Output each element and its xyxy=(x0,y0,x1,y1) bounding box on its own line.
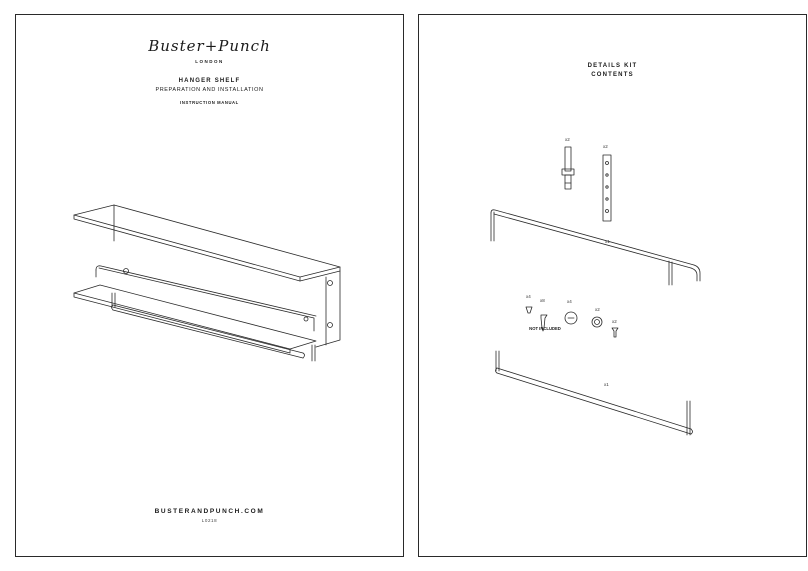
manual-label: INSTRUCTION MANUAL xyxy=(180,100,239,105)
kit-heading-line2: CONTENTS xyxy=(591,72,634,78)
qty-washer: x2 xyxy=(595,307,600,312)
not-included-note: NOT INCLUDED xyxy=(529,326,561,331)
bottom-rail-part xyxy=(495,350,693,436)
qty-bottom-rail: x1 xyxy=(604,382,609,387)
kit-parts-illustration xyxy=(490,146,701,436)
qty-wall-plug: x4 xyxy=(526,294,531,299)
stud-part xyxy=(561,146,575,190)
qty-top-rail: x1 xyxy=(605,239,610,244)
qty-screw: x8 xyxy=(540,298,545,303)
cover-page: Buster+Punch LONDON HANGER SHELF PREPARA… xyxy=(15,14,404,557)
qty-cap: x4 xyxy=(567,299,572,304)
document-code: L0218 xyxy=(201,518,218,523)
brand-location: LONDON xyxy=(195,59,224,64)
qty-small-screw: x2 xyxy=(612,319,617,324)
hardware-parts xyxy=(525,306,619,338)
kit-heading-line1: DETAILS KIT xyxy=(587,63,638,69)
hanger-shelf-illustration xyxy=(73,204,341,362)
website-url: BUSTERANDPUNCH.COM xyxy=(154,508,265,515)
bracket-part xyxy=(602,154,612,222)
qty-bracket: x2 xyxy=(603,144,608,149)
brand-logo: Buster+Punch xyxy=(148,37,271,55)
top-rail-part xyxy=(490,209,701,286)
product-title: HANGER SHELF xyxy=(178,78,241,84)
kit-contents-page: DETAILS KIT CONTENTS xyxy=(418,14,807,557)
product-subtitle: PREPARATION AND INSTALLATION xyxy=(155,87,264,93)
qty-stud: x2 xyxy=(565,137,570,142)
